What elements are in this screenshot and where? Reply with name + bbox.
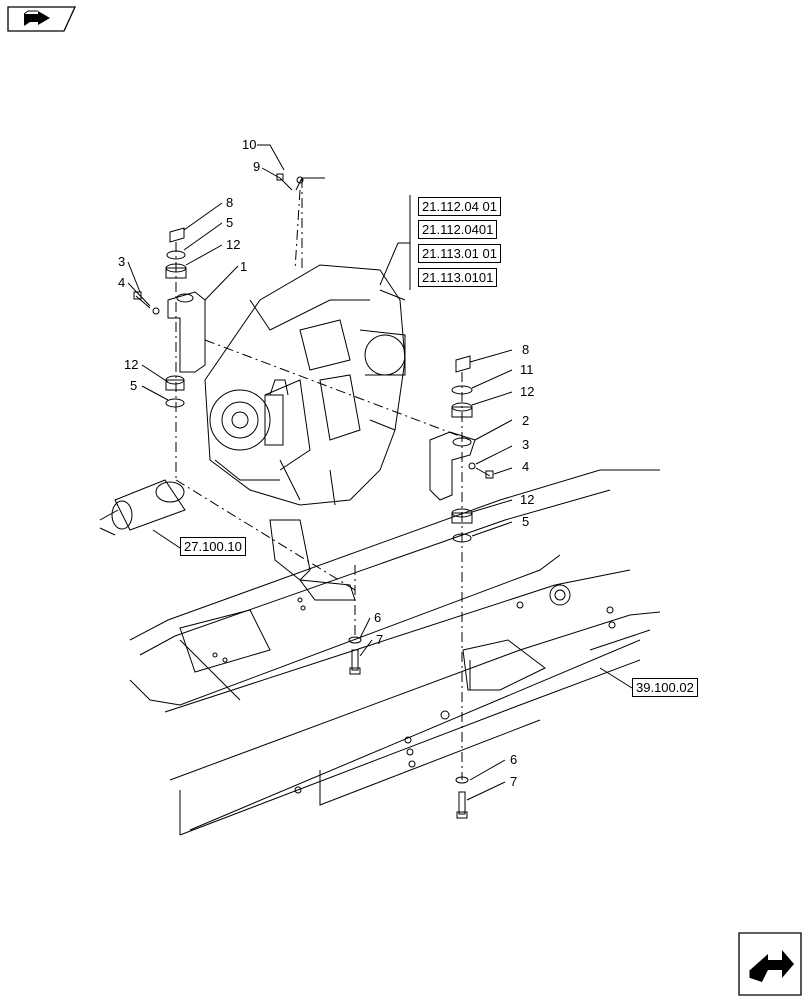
callout-3-left[interactable]: 3 <box>118 254 126 269</box>
bracket-left-part-1 <box>133 227 206 408</box>
drive-shaft <box>99 479 186 536</box>
callout-12-right-top[interactable]: 12 <box>520 384 535 399</box>
forward-arrow-icon[interactable] <box>738 932 802 996</box>
reference-27-100-10[interactable]: 27.100.10 <box>180 537 246 556</box>
callout-12-left-top[interactable]: 12 <box>226 237 241 252</box>
reference-21-112-0401[interactable]: 21.112.0401 <box>418 220 498 239</box>
callout-6-lower[interactable]: 6 <box>510 752 518 767</box>
callout-5-left-bottom[interactable]: 5 <box>130 378 138 393</box>
callout-12-right-bottom[interactable]: 12 <box>520 492 535 507</box>
callout-11[interactable]: 11 <box>520 362 534 377</box>
chassis-frame <box>129 469 661 836</box>
back-arrow-icon[interactable] <box>6 6 77 32</box>
transmission-assembly <box>204 264 406 506</box>
callout-6-upper[interactable]: 6 <box>374 610 382 625</box>
callout-1[interactable]: 1 <box>240 259 248 274</box>
reference-39-100-02[interactable]: 39.100.02 <box>632 678 698 697</box>
reference-21-113-0101[interactable]: 21.113.0101 <box>418 268 498 287</box>
callout-8-right[interactable]: 8 <box>522 342 530 357</box>
callout-7-upper[interactable]: 7 <box>376 632 384 647</box>
callout-5-right-bottom[interactable]: 5 <box>522 514 530 529</box>
callout-8-left[interactable]: 8 <box>226 195 234 210</box>
callout-7-lower[interactable]: 7 <box>510 774 518 789</box>
callout-leaders <box>127 144 633 801</box>
callout-4-right[interactable]: 4 <box>522 459 530 474</box>
frame-bolts-6-7 <box>348 636 469 819</box>
callout-9[interactable]: 9 <box>253 159 261 174</box>
assembly-guide-lines <box>175 178 471 780</box>
callout-3-right[interactable]: 3 <box>522 437 530 452</box>
callout-5-left-top[interactable]: 5 <box>226 215 234 230</box>
callout-4-left[interactable]: 4 <box>118 275 126 290</box>
callout-10[interactable]: 10 <box>242 137 257 152</box>
reference-21-113-01-01[interactable]: 21.113.01 01 <box>418 244 501 263</box>
callout-2[interactable]: 2 <box>522 413 530 428</box>
top-bolt-parts-9-10 <box>276 173 325 191</box>
reference-21-112-04-01[interactable]: 21.112.04 01 <box>418 197 501 216</box>
callout-12-left-bottom[interactable]: 12 <box>124 357 139 372</box>
